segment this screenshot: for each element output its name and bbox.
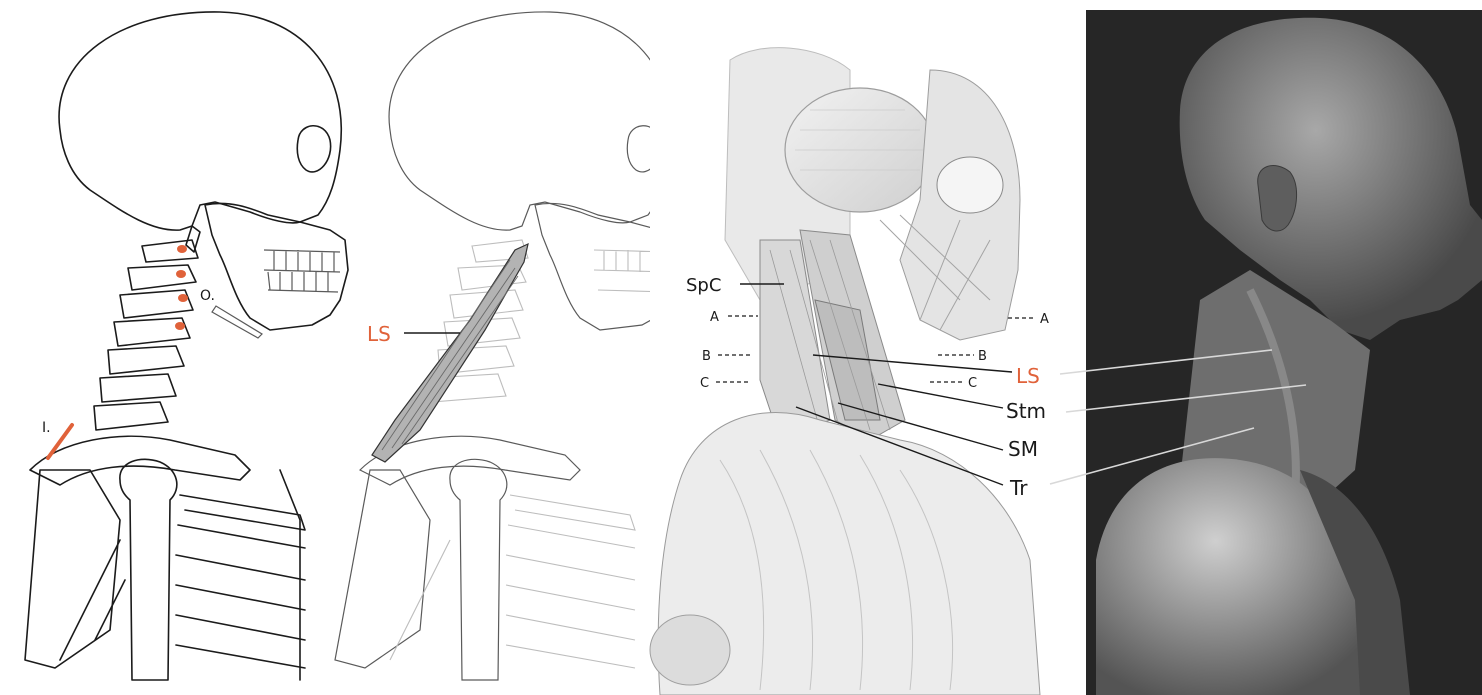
panel-photograph [1086, 10, 1482, 695]
panel-skeleton-levator: LS [335, 12, 678, 680]
cranium [389, 12, 671, 230]
b-right-label: B [978, 349, 987, 364]
levator-label: LS [367, 322, 391, 346]
hyoid [212, 306, 262, 338]
humerus [450, 459, 507, 680]
mandible [205, 203, 348, 330]
humerus [120, 459, 177, 680]
panel-skeleton-origin-insertion: O. I. [25, 12, 348, 680]
levator-scapulae-muscle [372, 244, 528, 462]
splenius-label: SpC [686, 275, 721, 296]
c-right-label: C [968, 376, 977, 391]
arm-mass [650, 615, 730, 685]
cranium [59, 12, 341, 230]
a-left-label: A [710, 310, 719, 325]
scalenus-callout-label: SM [1008, 437, 1038, 461]
b-left-label: B [702, 349, 711, 364]
eye-orbit [937, 157, 1003, 213]
photo-ear [1258, 166, 1297, 231]
mastoid-process [186, 226, 200, 252]
a-right-label: A [1040, 312, 1049, 327]
ribs [60, 470, 305, 680]
trapezius-callout-label: Tr [1009, 476, 1028, 500]
scapula [335, 470, 430, 668]
sternomastoid-callout-label: Stm [1006, 399, 1046, 423]
insertion-label: I. [42, 420, 51, 436]
clavicle [30, 436, 250, 485]
origin-label: O. [200, 288, 215, 304]
ribs [390, 495, 635, 668]
levator-callout-label: LS [1016, 364, 1040, 388]
orbit [297, 126, 330, 172]
panel-muscle-illustration: SpC A B C A B C [650, 30, 1050, 695]
cervical-vertebrae [94, 240, 198, 430]
c-left-label: C [700, 376, 709, 391]
insertion-mark [48, 425, 72, 458]
teeth [264, 250, 340, 292]
